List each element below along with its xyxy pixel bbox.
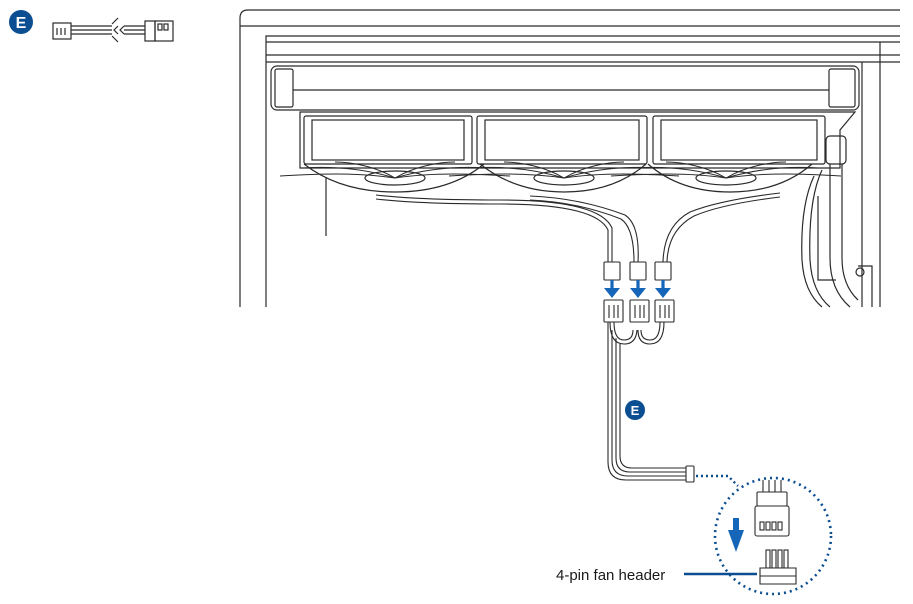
- radiator-top-bar: [270, 65, 860, 111]
- fan-splitter-cable: [603, 299, 695, 483]
- fan-header-label: 4-pin fan header: [556, 567, 665, 584]
- fan-1: [279, 115, 511, 193]
- connect-arrows: [604, 280, 671, 298]
- legend-badge-letter: E: [16, 15, 27, 32]
- fan-header-pins: [759, 549, 797, 585]
- legend-badge: [9, 10, 33, 34]
- fan-3: [610, 115, 842, 193]
- fan-header-callout: [713, 476, 833, 596]
- legend: E: [9, 10, 174, 43]
- fan-2: [448, 115, 680, 193]
- radiator: [270, 65, 860, 111]
- fan-cables: [375, 192, 781, 263]
- fan-splitter-cable-icon: [52, 17, 174, 43]
- down-arrow-icon: [604, 280, 620, 298]
- callout-leader: [696, 474, 739, 487]
- radiator-left-endcap: [274, 68, 294, 108]
- down-arrow-icon: [630, 280, 646, 298]
- connector-plug: [754, 480, 790, 537]
- down-arrow-icon: [655, 280, 671, 298]
- fan-connectors: [603, 261, 672, 281]
- cable-badge: E: [625, 400, 645, 420]
- pc-case: [239, 9, 900, 307]
- fan-array: [279, 111, 857, 193]
- cable-badge-letter: E: [631, 403, 640, 418]
- down-arrow-icon: [728, 518, 744, 552]
- coolant-tubes: [801, 135, 865, 308]
- radiator-right-endcap: [828, 68, 856, 108]
